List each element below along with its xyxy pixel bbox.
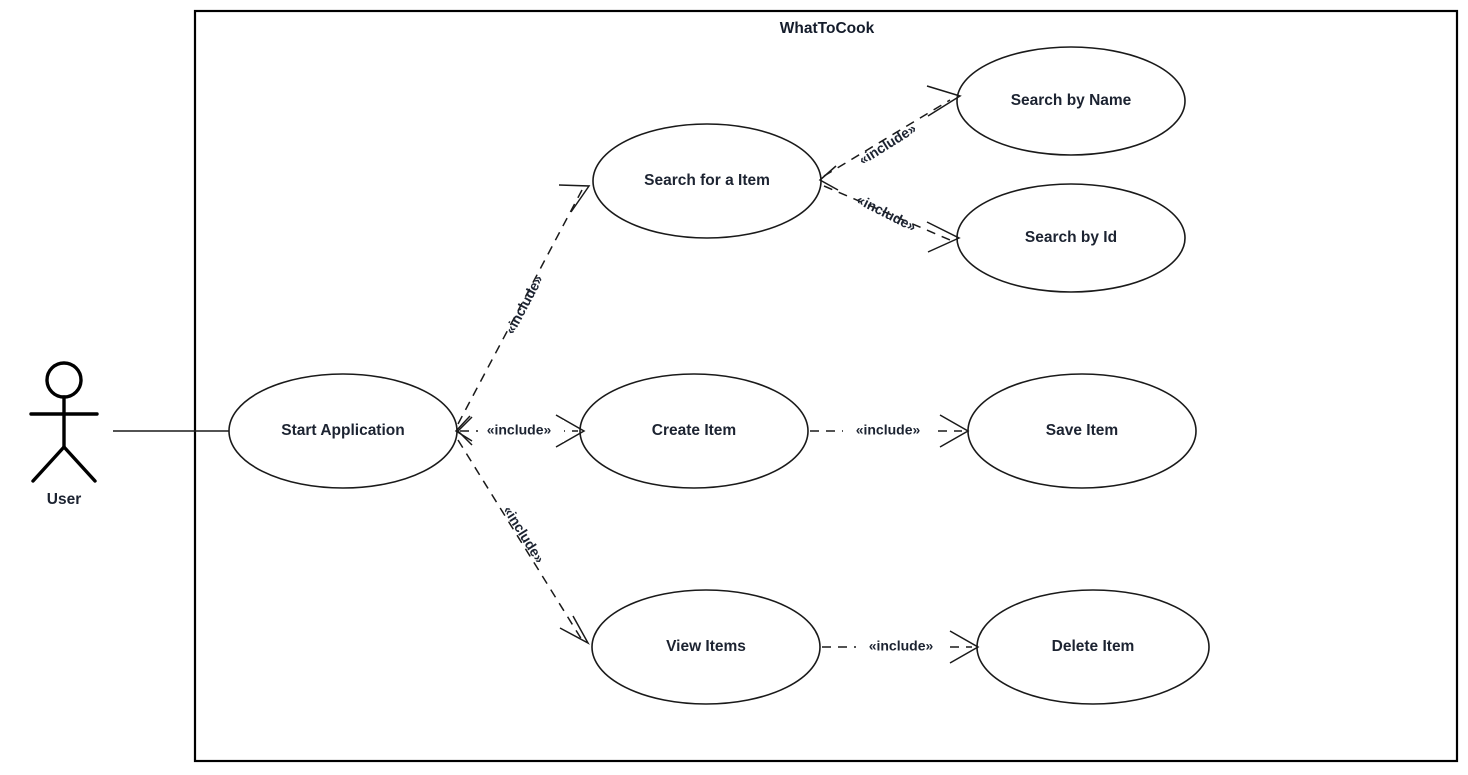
use-case-view-items[interactable]	[591, 589, 821, 705]
include-connector	[823, 185, 951, 241]
actor-user[interactable]: User	[29, 361, 99, 508]
include-arrowhead	[949, 630, 980, 664]
include-arrowhead	[926, 221, 961, 253]
include-arrowhead	[559, 615, 590, 645]
include-tail-arrowhead	[454, 415, 473, 442]
use-case-search-by-id[interactable]	[956, 183, 1186, 293]
use-case-label-search-by-id: Search by Id	[1025, 229, 1117, 246]
include-arrowhead	[558, 184, 591, 213]
actor-label-user: User	[47, 491, 81, 508]
label-backdrop	[478, 420, 564, 442]
actor-right-leg-icon	[62, 445, 97, 483]
use-case-label-delete-item: Delete Item	[1052, 638, 1135, 655]
include-tail-arrowhead	[456, 416, 473, 446]
use-case-create-item[interactable]	[579, 373, 809, 489]
include-connector	[457, 439, 583, 641]
use-case-label-search-for-a-item: Search for a Item	[644, 172, 770, 189]
include-arrowhead	[926, 85, 962, 117]
use-case-label-view-items: View Items	[666, 638, 746, 655]
include-stereotype-label: «include»	[487, 422, 552, 438]
include-arrowhead	[555, 414, 586, 448]
use-case-label-start-application: Start Application	[281, 422, 404, 439]
actor-left-leg-icon	[31, 445, 66, 483]
actor-head-icon	[45, 361, 83, 399]
include-arrowhead	[939, 414, 970, 448]
include-connector	[457, 189, 583, 425]
include-create-item-to-save-item[interactable]: «include»	[810, 414, 970, 448]
use-case-label-save-item: Save Item	[1046, 422, 1118, 439]
use-case-label-create-item: Create Item	[652, 422, 736, 439]
include-stereotype-label: «include»	[856, 422, 921, 438]
include-start-application-to-create-item[interactable]: «include»	[456, 414, 586, 448]
include-connector	[823, 99, 951, 177]
include-stereotype-label: «include»	[869, 638, 934, 654]
label-backdrop	[843, 420, 933, 442]
label-backdrop	[856, 636, 946, 658]
system-boundary-title: WhatToCook	[780, 20, 875, 37]
use-case-label-search-by-name: Search by Name	[1011, 92, 1132, 109]
use-case-search-by-name[interactable]	[956, 46, 1186, 156]
include-view-items-to-delete-item[interactable]: «include»	[822, 630, 980, 664]
include-tail-arrowhead	[818, 165, 839, 191]
